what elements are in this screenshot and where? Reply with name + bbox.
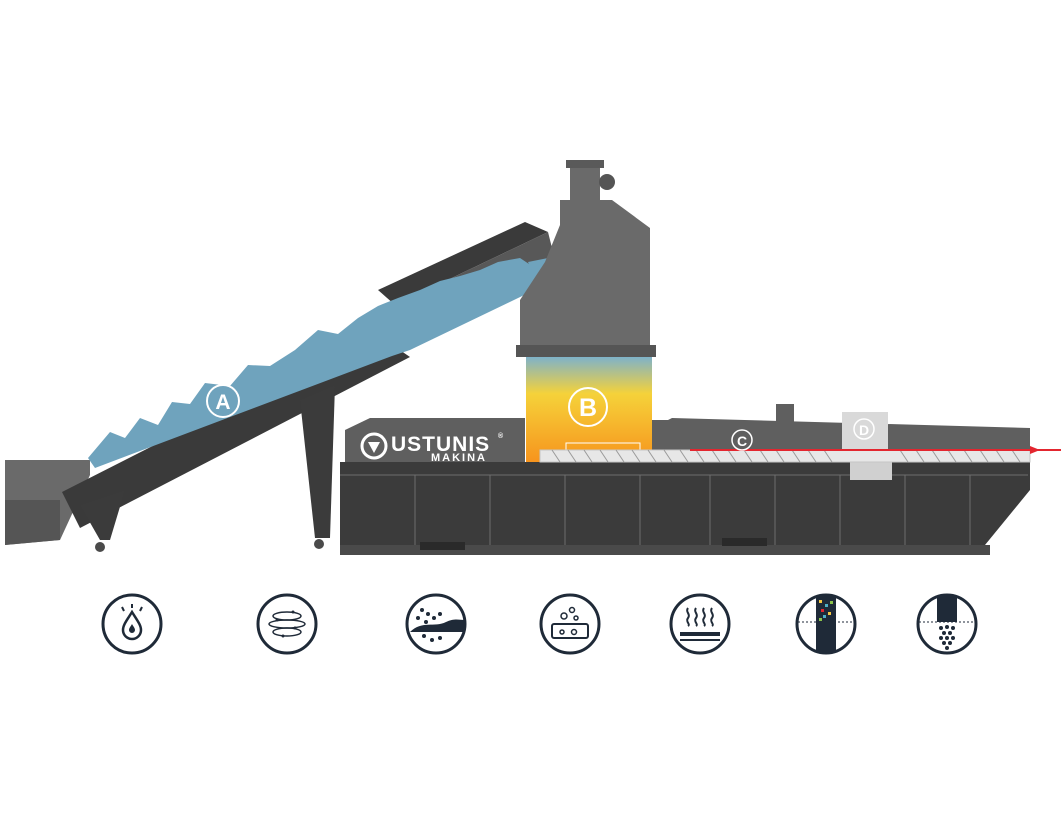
- bubbles-container-icon: [538, 592, 602, 656]
- stage-marker-b: B: [568, 387, 608, 427]
- agglomerator-tower: [516, 160, 656, 466]
- stage-b-label: B: [579, 394, 597, 422]
- extruder-screw: [539, 446, 1061, 463]
- brand-name: USTUNIS: [391, 433, 490, 456]
- infeed-hopper: [5, 460, 90, 545]
- stage-c-label: C: [737, 433, 747, 449]
- pellet-column-icon: [915, 592, 979, 656]
- water-drop-icon: [100, 592, 164, 656]
- stage-marker-c: C: [731, 429, 753, 451]
- stage-a-label: A: [215, 391, 230, 414]
- stage-d-label: D: [859, 422, 869, 438]
- granule-pile-icon: [404, 592, 468, 656]
- stage-marker-d: D: [853, 418, 875, 440]
- extruder-body: [340, 404, 1030, 555]
- swirl-air-icon: [255, 592, 319, 656]
- heating-plate-icon: [668, 592, 732, 656]
- brand-subtitle: MAKINA: [431, 452, 487, 464]
- inclined-conveyor: [62, 222, 560, 552]
- stage-marker-a: A: [206, 384, 240, 418]
- brand-emblem-icon: [360, 432, 388, 460]
- material-flakes: [88, 258, 545, 468]
- brand-registered-mark: ®: [498, 432, 504, 440]
- brand-logo: USTUNIS ® MAKINA: [360, 432, 504, 464]
- colored-filter-icon: [794, 592, 858, 656]
